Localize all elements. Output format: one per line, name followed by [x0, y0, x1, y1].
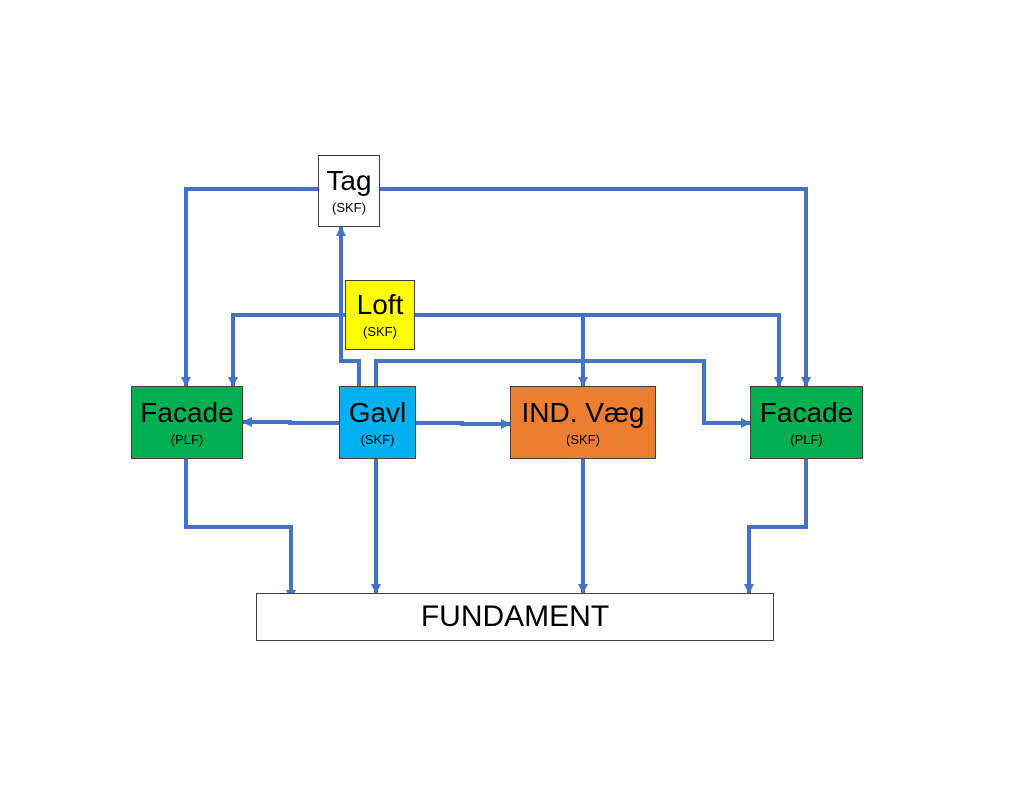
node-subtitle: (SKF)	[566, 431, 600, 447]
node-title: Tag	[326, 165, 372, 196]
edge-tag-to-facade-right	[380, 187, 811, 387]
node-subtitle: (PLF)	[170, 431, 204, 447]
node-ind-vaeg: IND. Væg (SKF)	[510, 386, 656, 459]
edge-loft-to-ind-vaeg	[415, 313, 588, 387]
node-facade-right: Facade (PLF)	[750, 386, 863, 459]
node-title: FUNDAMENT	[420, 600, 610, 633]
node-subtitle: (PLF)	[790, 431, 823, 447]
edge-loft-to-facade-right	[583, 313, 784, 387]
edge-gavl-to-facade-left	[242, 417, 339, 427]
edge-gavl-to-facade-right	[374, 359, 751, 428]
edge-facade-right-to-fundament	[744, 459, 808, 594]
node-title: Gavl	[348, 396, 407, 428]
node-title: Facade	[759, 396, 854, 428]
node-fundament: FUNDAMENT	[256, 593, 774, 641]
node-subtitle: (SKF)	[360, 431, 395, 447]
node-title: IND. Væg	[521, 396, 645, 428]
node-tag: Tag (SKF)	[318, 155, 380, 227]
node-loft: Loft (SKF)	[345, 280, 415, 350]
node-gavl: Gavl (SKF)	[339, 386, 416, 459]
edge-gavl-to-tag	[336, 226, 361, 386]
edge-gavl-to-ind-vaeg	[416, 419, 511, 429]
node-subtitle: (SKF)	[332, 200, 366, 215]
edge-loft-to-facade-left	[228, 313, 345, 387]
edge-tag-to-facade-left	[181, 187, 318, 387]
node-title: Loft	[356, 289, 404, 320]
node-title: Facade	[140, 396, 234, 428]
node-facade-left: Facade (PLF)	[131, 386, 243, 459]
node-subtitle: (SKF)	[363, 324, 397, 339]
edge-facade-left-to-fundament	[184, 459, 296, 600]
